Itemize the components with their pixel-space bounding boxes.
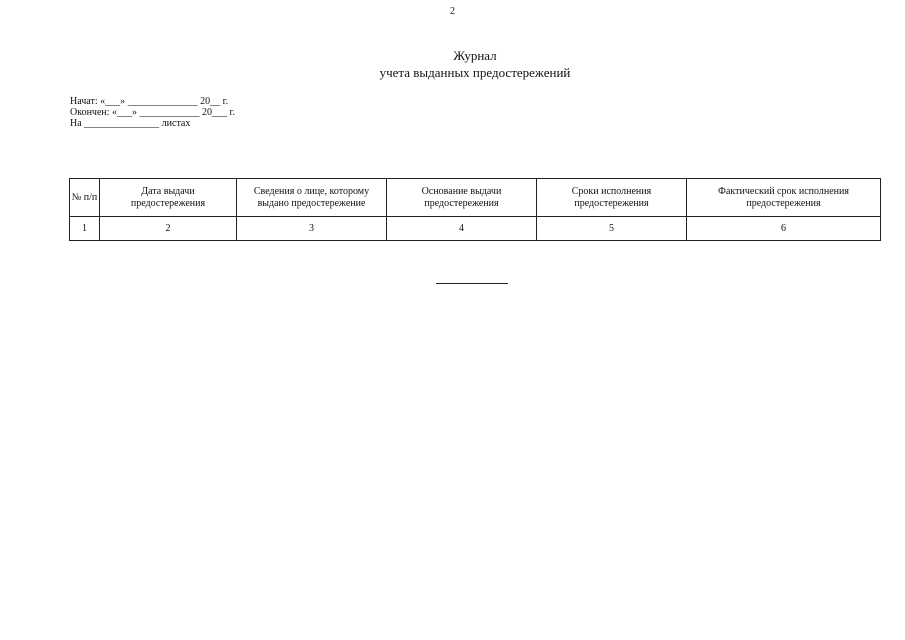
document-title: Журнал — [453, 48, 497, 63]
column-header-person-info: Сведения о лице, которому выдано предост… — [236, 178, 387, 217]
column-number-4: 4 — [386, 216, 537, 241]
column-header-actual-term: Фактический срок исполнения предостереже… — [686, 178, 881, 217]
column-header-issue-date: Дата выдачи предостережения — [99, 178, 237, 217]
column-number-2: 2 — [99, 216, 237, 241]
column-number-1: 1 — [69, 216, 100, 241]
column-number-6: 6 — [686, 216, 881, 241]
column-header-deadlines: Сроки исполнения предостережения — [536, 178, 687, 217]
column-number-3: 3 — [236, 216, 387, 241]
column-header-issue-basis: Основание выдачи предостережения — [386, 178, 537, 217]
finished-line: Окончен: «___» ____________ 20___ г. — [70, 107, 235, 118]
sheets-line: На _______________ листах — [70, 118, 191, 129]
table-number-row: 1 2 3 4 5 6 — [69, 216, 881, 241]
column-header-number: № п/п — [69, 178, 100, 217]
journal-meta: Начат: «___» ______________ 20__ г. Окон… — [70, 96, 235, 129]
table-header-row: № п/п Дата выдачи предостережения Сведен… — [69, 178, 881, 217]
started-line: Начат: «___» ______________ 20__ г. — [70, 96, 229, 107]
column-number-5: 5 — [536, 216, 687, 241]
footer-rule — [436, 283, 508, 284]
page-number: 2 — [450, 6, 455, 17]
journal-table: № п/п Дата выдачи предостережения Сведен… — [69, 178, 881, 241]
document-subtitle: учета выданных предостережений — [379, 65, 571, 80]
